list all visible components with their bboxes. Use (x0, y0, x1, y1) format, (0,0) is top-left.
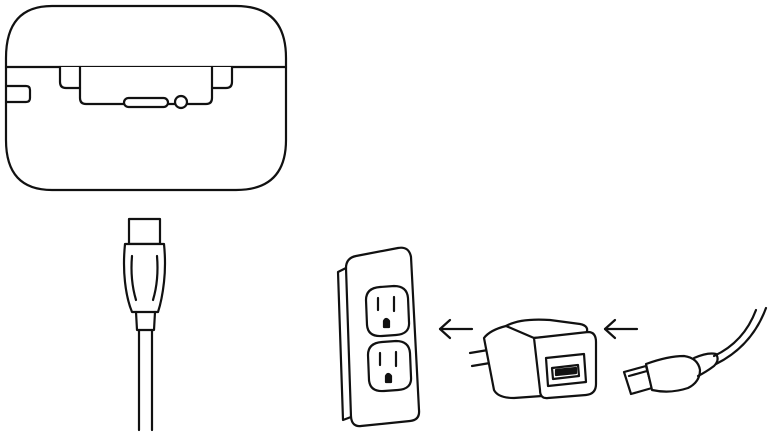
usb-c-strain-relief (134, 310, 157, 332)
charging-case (4, 4, 288, 192)
left-arrow (438, 318, 474, 340)
wall-outlet (336, 246, 421, 428)
usb-c-cable (122, 217, 167, 432)
usb-a-wire-lower (714, 306, 768, 366)
usb-a-plug-detail (627, 369, 649, 378)
case-setup-button (173, 94, 189, 110)
left-arrow (603, 318, 639, 340)
case-side-clip (4, 84, 32, 104)
outlet-plate-edge (336, 266, 353, 422)
adapter-usb-port-tongue (554, 366, 578, 377)
usb-power-adapter (468, 318, 598, 400)
arrow-head (603, 318, 617, 340)
arrow-head (438, 318, 452, 340)
case-status-led-slot (122, 96, 170, 109)
outlet-bottom-ground-hole (384, 372, 393, 384)
usb-c-housing-grip (130, 254, 159, 302)
adapter-prong-top (468, 348, 490, 355)
outlet-top-ground-hole (382, 317, 391, 329)
usb-a-cable (622, 306, 768, 396)
usb-a-plug-housing (644, 354, 702, 393)
outlet-top-receptacle (364, 284, 411, 338)
usb-c-connector-housing (122, 242, 167, 314)
usb-a-strain-relief (692, 352, 719, 378)
usb-a-wire-upper (712, 308, 758, 358)
outlet-bottom-receptacle (366, 339, 413, 393)
usb-c-connector-tip (127, 217, 162, 246)
adapter-prong-bottom (470, 361, 492, 368)
